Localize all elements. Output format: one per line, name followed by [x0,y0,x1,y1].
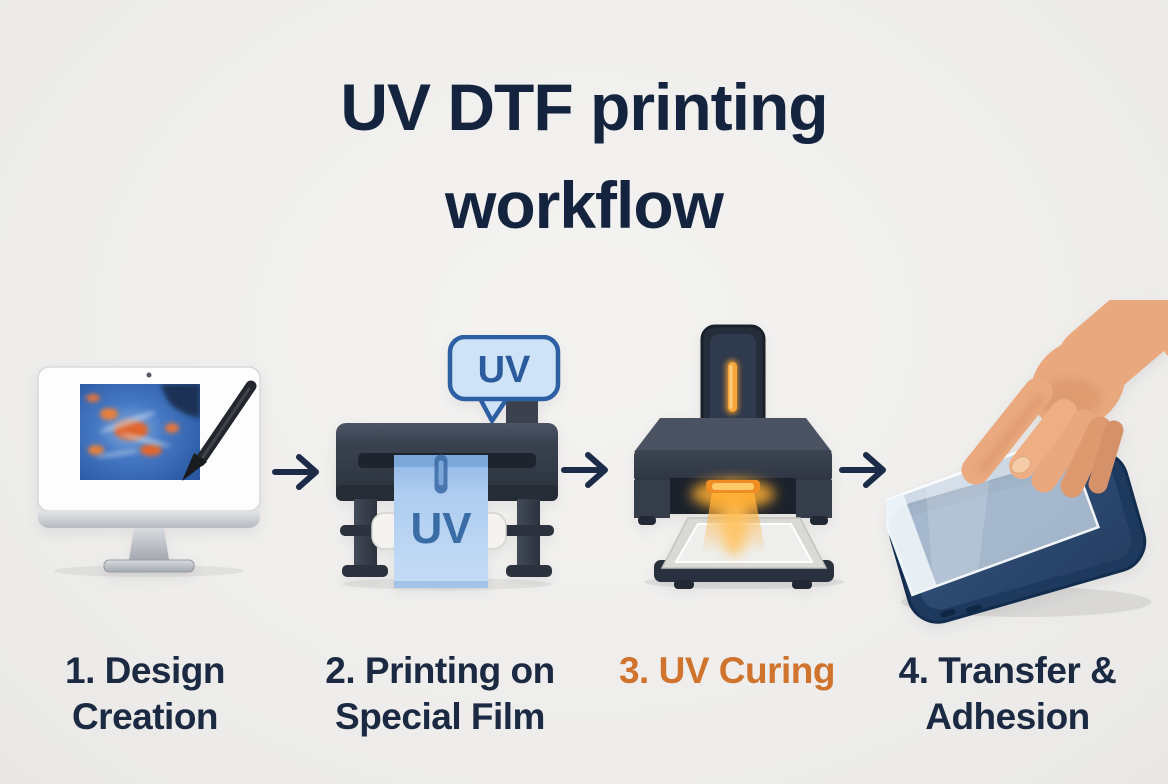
film-printer-icon: UV UV [328,334,566,593]
step-label-3: 3. UV Curing [602,648,852,694]
title-line-2: workflow [444,168,724,242]
arrow-right-icon [561,450,611,495]
step-label-line: 4. Transfer & [898,650,1117,691]
stylus-icon [182,380,257,481]
step-label-line: 3. UV Curing [618,650,836,691]
uv-lamp-tower [700,324,766,440]
step-label-line: Creation [71,696,219,737]
step-label-1: 1. Design Creation [15,648,275,740]
step-label-2: 2. Printing on Special Film [305,648,575,740]
step-label-line: Adhesion [925,696,1090,737]
page-title: UV DTF printing workflow [0,58,1168,254]
step-label-4: 4. Transfer & Adhesion [875,648,1140,740]
hand-applying-film-phone-icon [877,267,1168,630]
hand-icon [961,267,1168,498]
arrow-right-icon [839,450,889,495]
arrow-right-icon [272,452,322,497]
uv-film-text: UV [410,504,472,553]
uv-glow [691,479,775,556]
step-label-line: Special Film [335,696,545,737]
uv-bubble-text: UV [478,349,531,391]
uv-curing-machine-icon [626,322,858,590]
step-label-line: 2. Printing on [325,650,555,691]
fingernail [1011,456,1031,474]
step-label-line: 1. Design [65,650,226,691]
title-line-1: UV DTF printing [340,70,828,144]
imac-stylus-icon [33,364,265,578]
uv-speech-bubble-icon: UV [447,334,561,424]
uv-film-roll-icon: UV [394,454,488,588]
